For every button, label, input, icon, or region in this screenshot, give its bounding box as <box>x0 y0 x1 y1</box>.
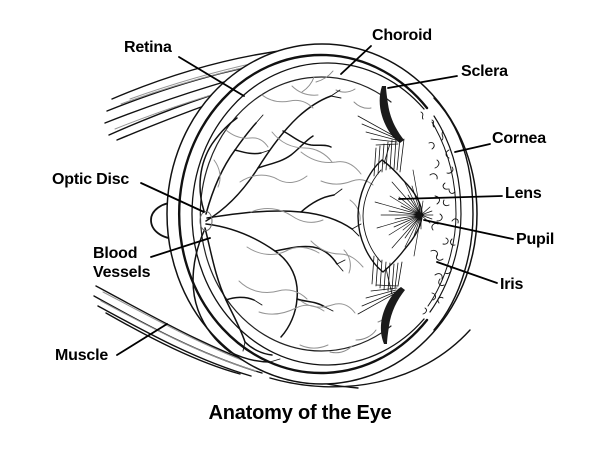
leader-lines <box>116 45 514 356</box>
leader-retina <box>178 56 245 97</box>
pupil-starburst <box>374 169 434 257</box>
label-optic-disc: Optic Disc <box>52 171 130 188</box>
cornea-arcs <box>427 97 474 331</box>
label-choroid: Choroid <box>372 27 432 44</box>
iris-texture <box>420 111 459 315</box>
label-lens: Lens <box>505 185 542 202</box>
leader-iris <box>436 261 498 284</box>
eyeball-rings <box>166 43 478 385</box>
label-blood-vessels: Blood Vessels <box>93 245 151 281</box>
label-iris: Iris <box>500 276 524 293</box>
lens-shape <box>357 159 434 273</box>
optic-nerve-stub <box>150 201 179 240</box>
leader-sclera <box>387 75 458 89</box>
leader-muscle <box>116 323 168 356</box>
sclera-ring-outer <box>178 53 429 375</box>
leader-pupil <box>423 219 514 240</box>
retina-ring <box>199 76 392 352</box>
label-retina: Retina <box>124 39 172 56</box>
retina-blood-vessels <box>192 85 374 363</box>
label-pupil: Pupil <box>516 231 555 248</box>
leader-cornea <box>454 143 491 153</box>
optic-disc-shape <box>199 211 213 231</box>
leader-lens <box>398 195 503 200</box>
leader-blood-vessels <box>150 237 211 258</box>
ciliary-body <box>357 86 405 344</box>
leader-choroid <box>340 45 372 75</box>
label-sclera: Sclera <box>461 63 508 80</box>
label-cornea: Cornea <box>492 130 546 147</box>
label-muscle: Muscle <box>55 347 109 364</box>
sclera-ring-inner <box>191 62 425 366</box>
leader-optic-disc <box>140 182 205 213</box>
outer-fascia-ring <box>166 43 478 385</box>
figure-title: Anatomy of the Eye <box>208 402 392 424</box>
